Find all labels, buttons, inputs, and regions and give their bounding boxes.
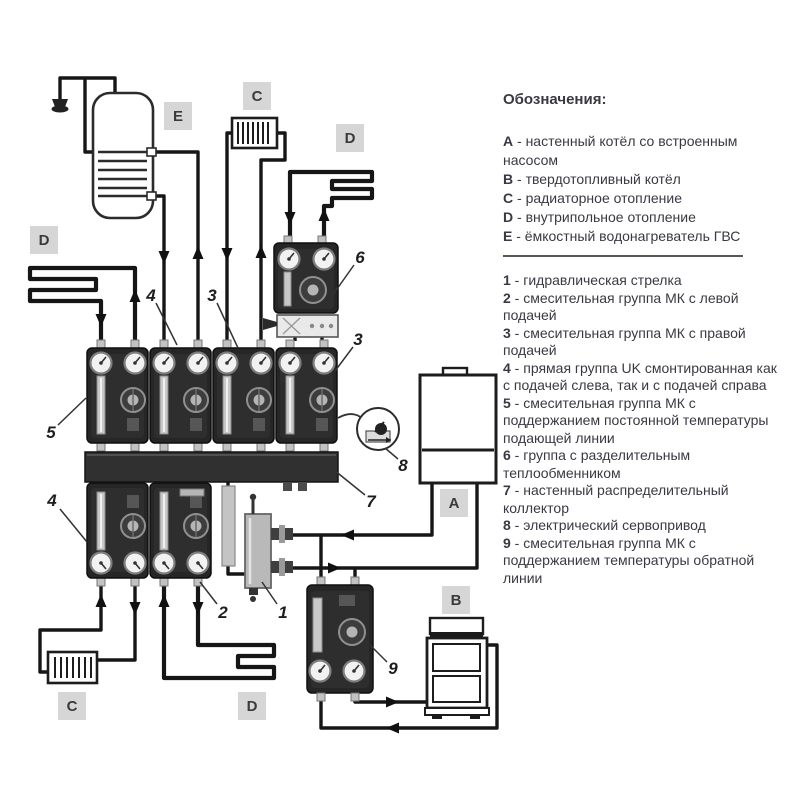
area-label-a: A — [440, 489, 468, 517]
area-label-d-top-text: D — [345, 130, 356, 147]
area-label-d-top: D — [336, 124, 364, 152]
callout-9: 9 — [388, 659, 398, 678]
callout-5: 5 — [46, 423, 56, 442]
pump-group-3a — [213, 340, 274, 451]
heat-exchanger — [263, 314, 339, 338]
pipe-shower — [58, 76, 117, 100]
wall-boiler-a — [418, 366, 498, 485]
area-label-b-text: B — [451, 592, 462, 609]
legend-item-6: 6 - группа с разделительным теплообменни… — [503, 447, 691, 481]
callout-7: 7 — [366, 492, 377, 511]
arrow-down-icon — [284, 212, 296, 225]
solid-fuel-boiler-b — [424, 616, 490, 719]
pump-group-4b — [87, 475, 148, 586]
pipe-cold-inlet — [83, 78, 94, 154]
area-label-e-text: E — [173, 108, 183, 125]
arrow-left-icon — [386, 722, 399, 734]
pump-group-3b — [276, 340, 337, 451]
callout-3-top: 3 — [207, 286, 217, 305]
pump-group-5 — [87, 340, 148, 451]
arrow-up-icon — [158, 594, 170, 607]
area-label-d-bottom: D — [238, 692, 266, 720]
arrow-up-icon — [95, 594, 107, 607]
legend-item-4: 4 - прямая группа UK смонтированная как … — [503, 359, 777, 394]
legend-letter-list: A - настенный котёл со встроенным насосо… — [503, 132, 785, 246]
pipe-tank-supply — [156, 150, 200, 340]
pump-group-4 — [150, 340, 211, 451]
callout-4-bottom: 4 — [46, 491, 57, 510]
area-label-d-left-text: D — [39, 232, 50, 249]
area-label-d-left: D — [30, 226, 58, 254]
legend-item-7: 7 - настенный распределительный коллекто… — [503, 482, 729, 516]
callout-4-top: 4 — [145, 286, 156, 305]
valve-handle — [179, 488, 205, 497]
legend-item-3: 3 - смесительная группа МК с правой пода… — [503, 324, 746, 359]
legend-item-2: 2 - смесительная группа МК с левой подач… — [503, 289, 739, 324]
pipe-boilerA-left — [293, 483, 434, 537]
servo-callout — [337, 407, 400, 451]
pipe-radtop-left — [225, 131, 232, 340]
area-label-b: B — [442, 586, 470, 614]
area-label-c-bottom-text: C — [67, 698, 78, 715]
arrow-up-icon — [192, 246, 204, 259]
legend-divider — [503, 255, 743, 257]
area-label-d-bottom-text: D — [247, 698, 258, 715]
pipe-boilerB-loop — [319, 643, 499, 730]
pipe-network — [27, 76, 499, 730]
legend-item-A: A - настенный котёл со встроенным насосо… — [503, 133, 738, 168]
arrow-down-icon — [129, 602, 141, 615]
callout-leaders — [57, 264, 399, 663]
legend-item-C: C - радиаторное отопление — [503, 190, 683, 206]
pipe-radtop-right — [259, 131, 287, 340]
area-label-a-text: A — [449, 495, 460, 512]
arrow-up-icon — [318, 208, 330, 221]
floor-coil-left-loop — [27, 265, 138, 340]
floor-coil-bottom-loop — [161, 586, 277, 681]
callout-2: 2 — [217, 603, 228, 622]
legend-item-B: B - твердотопливный котёл — [503, 171, 681, 187]
arrow-up-icon — [129, 289, 141, 302]
legend-item-E: E - ёмкостный водонагреватель ГВС — [503, 228, 741, 244]
arrow-down-icon — [158, 251, 170, 264]
legend-title: Обозначения: — [503, 91, 607, 108]
arrow-left-icon — [341, 529, 354, 541]
radiator-bottom — [46, 650, 99, 685]
legend-item-1: 1 - гидравлическая стрелка — [503, 272, 682, 288]
legend-item-5: 5 - смесительная группа МК с поддержание… — [503, 394, 769, 446]
legend-item-9: 9 - смесительная группа МК с поддержание… — [503, 534, 755, 586]
arrow-right-icon — [328, 562, 341, 574]
hydraulic-separator — [221, 485, 293, 602]
callout-1: 1 — [278, 603, 287, 622]
callout-6: 6 — [355, 248, 365, 267]
legend-item-8: 8 - электрический сервопривод — [503, 517, 706, 533]
pump-group-9 — [306, 576, 374, 702]
hx-valve — [263, 318, 277, 330]
area-label-e: E — [164, 102, 192, 130]
radiator-top — [230, 116, 279, 150]
pump-group-6 — [273, 235, 339, 314]
dhw-tank — [91, 91, 157, 220]
callout-3-right: 3 — [353, 330, 363, 349]
arrow-down-icon — [221, 248, 233, 261]
arrow-down-icon — [95, 314, 107, 327]
legend-panel: Обозначения: A - настенный котёл со встр… — [503, 91, 785, 587]
pipe-radbot-left — [38, 586, 103, 674]
shower-icon — [51, 99, 69, 113]
callout-8: 8 — [398, 456, 408, 475]
area-label-c-bottom: C — [58, 692, 86, 720]
pipe-tank-return — [156, 194, 166, 340]
legend-item-D: D - внутрипольное отопление — [503, 209, 696, 225]
arrow-right-icon — [386, 696, 399, 708]
area-label-c-top: C — [243, 82, 271, 110]
area-label-c-top-text: C — [252, 88, 263, 105]
manifold-bar — [84, 451, 339, 491]
floor-coil-top-loop — [287, 169, 375, 236]
arrow-down-icon — [192, 602, 204, 615]
arrow-up-icon — [255, 245, 267, 258]
